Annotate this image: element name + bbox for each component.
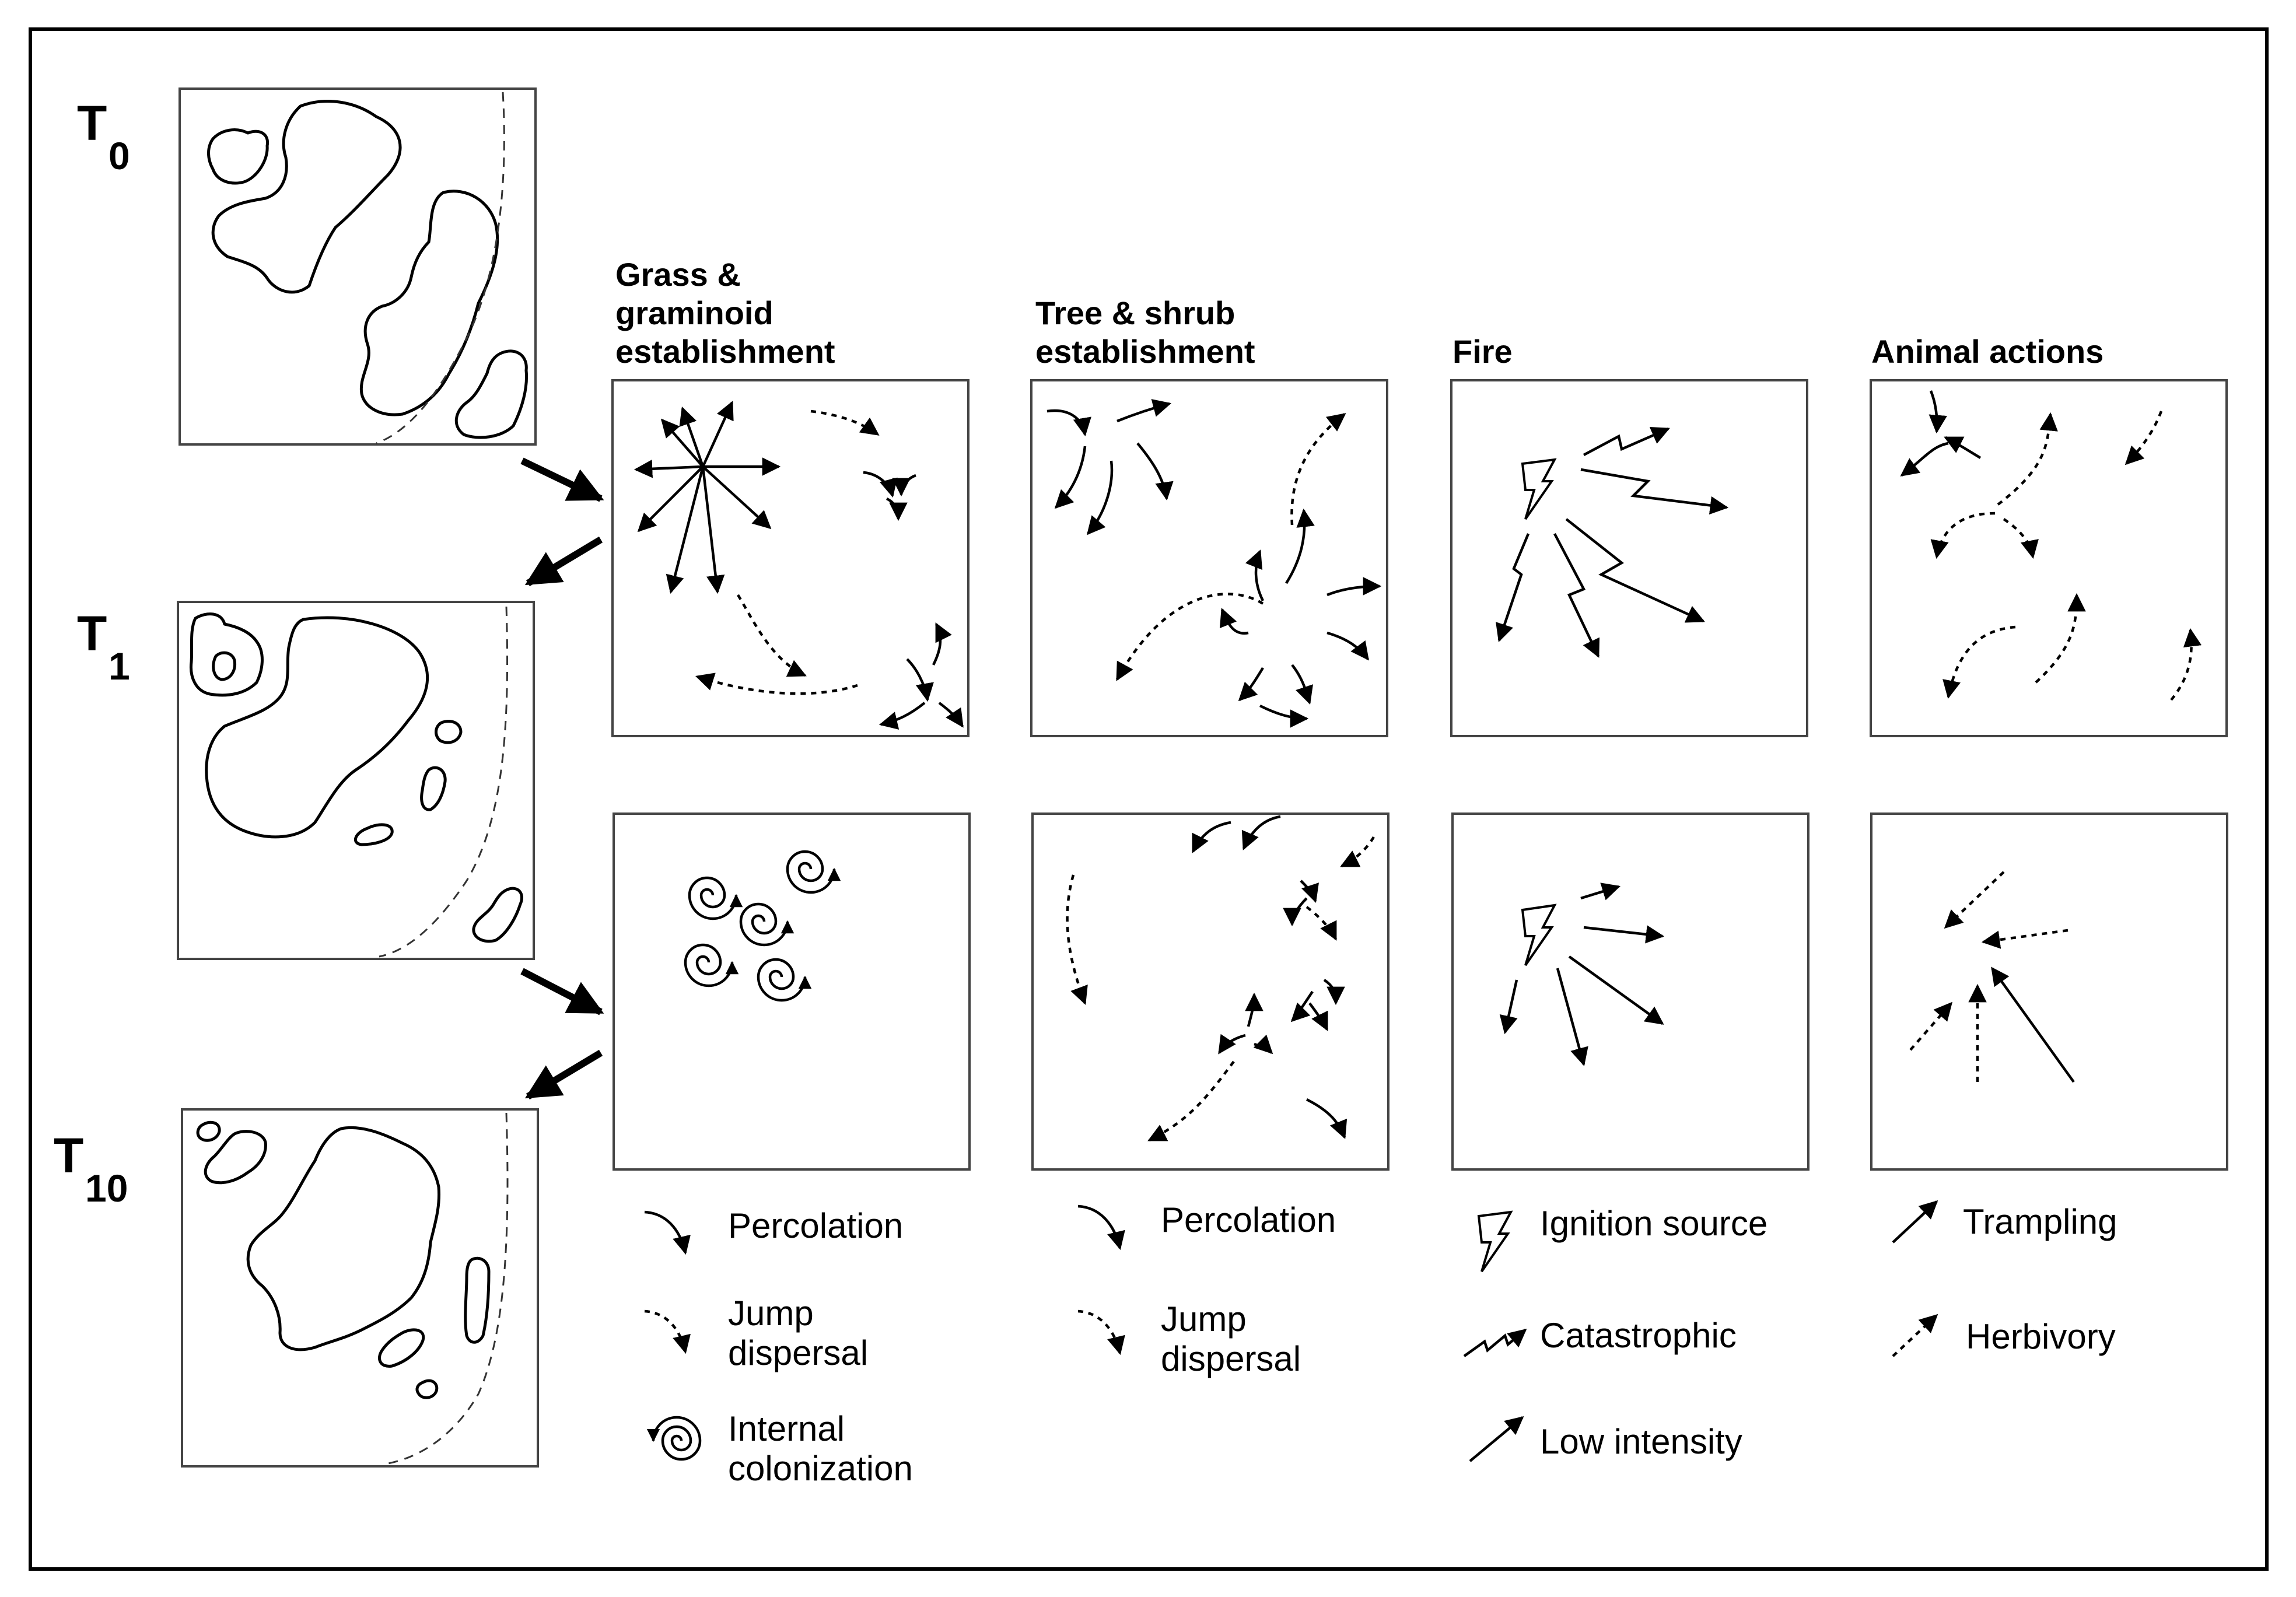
animal-panel-row2	[1870, 812, 2228, 1171]
lightning-bolt-icon	[1521, 903, 1557, 966]
flow-arrow-icon	[524, 1049, 603, 1100]
flow-arrows	[520, 457, 604, 1100]
svg-text:dispersal: dispersal	[728, 1333, 868, 1372]
straight-arrow-icon	[1892, 1200, 1938, 1244]
svg-text:0: 0	[108, 134, 130, 177]
zigzag-arrow-icon	[1463, 1328, 1527, 1357]
grass-panel-row1	[611, 379, 970, 737]
svg-text:T: T	[77, 96, 107, 150]
dotted-arrow-icon	[1077, 1309, 1125, 1356]
svg-text:10: 10	[85, 1167, 128, 1210]
svg-text:Catastrophic: Catastrophic	[1540, 1316, 1737, 1355]
svg-text:graminoid: graminoid	[615, 295, 774, 331]
spiral-arrow-icon	[757, 958, 812, 1002]
landscape-panel-t10	[181, 1108, 539, 1468]
straight-arrow-icon	[1469, 1416, 1524, 1462]
svg-text:Percolation: Percolation	[1161, 1200, 1336, 1239]
animal-panel-row1	[1870, 379, 2228, 737]
column-header-animal: Animal actions	[1871, 333, 2104, 370]
spiral-arrow-icon	[688, 876, 743, 920]
svg-text:Animal actions: Animal actions	[1871, 333, 2104, 370]
svg-text:dispersal: dispersal	[1161, 1339, 1301, 1378]
tree-panel-row1	[1030, 379, 1388, 737]
spiral-arrow-icon	[739, 902, 794, 947]
spiral-arrow-icon	[786, 850, 841, 894]
legend-animal: Trampling Herbivory	[1892, 1200, 2118, 1357]
flow-arrow-icon	[524, 536, 603, 587]
svg-text:Percolation: Percolation	[728, 1206, 903, 1245]
svg-text:Fire: Fire	[1452, 333, 1513, 370]
svg-text:Low intensity: Low intensity	[1540, 1422, 1742, 1461]
dotted-arrow-icon	[644, 1309, 691, 1354]
column-header-fire: Fire	[1452, 333, 1513, 370]
outer-frame	[29, 27, 2269, 1571]
svg-text:Tree & shrub: Tree & shrub	[1035, 295, 1235, 331]
svg-text:Ignition source: Ignition source	[1540, 1204, 1768, 1243]
time-label-t1: T 1	[77, 606, 130, 688]
spiral-arrow-icon	[646, 1416, 702, 1461]
grass-panel-row2	[612, 812, 971, 1171]
svg-text:establishment: establishment	[1035, 333, 1255, 370]
column-header-grass: Grass & graminoid establishment	[615, 256, 835, 370]
svg-text:T: T	[77, 606, 107, 661]
time-label-t10: T 10	[54, 1128, 128, 1210]
legend-grass: Percolation Jump dispersal Internal colo…	[644, 1206, 913, 1488]
fire-panel-row2	[1451, 812, 1810, 1171]
landscape-panel-t0	[178, 87, 537, 446]
curved-arrow-icon	[1077, 1204, 1125, 1251]
curved-arrow-icon	[644, 1210, 691, 1255]
fire-panel-row1	[1450, 379, 1808, 737]
landscape-panel-t1	[177, 601, 535, 960]
lightning-bolt-icon	[1477, 1210, 1513, 1273]
svg-text:1: 1	[108, 645, 130, 688]
flow-arrow-icon	[520, 457, 604, 502]
legend-tree: Percolation Jump dispersal	[1077, 1200, 1336, 1378]
svg-text:Herbivory: Herbivory	[1966, 1317, 2116, 1356]
legend-fire: Ignition source Catastrophic Low intensi…	[1463, 1204, 1768, 1462]
spiral-arrow-icon	[684, 943, 739, 987]
svg-text:Trampling: Trampling	[1963, 1202, 2118, 1241]
svg-text:establishment: establishment	[615, 333, 835, 370]
tree-panel-row2	[1031, 812, 1390, 1171]
svg-text:Grass &: Grass &	[615, 256, 741, 293]
flow-arrow-icon	[520, 968, 604, 1015]
lightning-bolt-icon	[1521, 458, 1557, 520]
svg-text:Jump: Jump	[728, 1294, 814, 1333]
svg-text:colonization: colonization	[728, 1449, 913, 1488]
column-header-tree: Tree & shrub establishment	[1035, 295, 1255, 370]
svg-text:Jump: Jump	[1161, 1300, 1247, 1339]
time-label-t0: T 0	[77, 96, 130, 177]
dotted-arrow-icon	[1892, 1314, 1938, 1357]
svg-text:Internal: Internal	[728, 1409, 845, 1448]
svg-text:T: T	[54, 1128, 83, 1183]
